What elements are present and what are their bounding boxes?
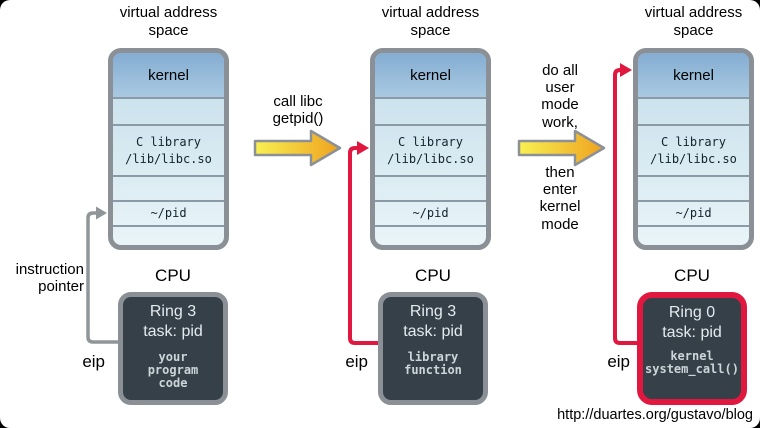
ring-label-2: Ring 3 task: pid — [403, 303, 463, 340]
memory-map-3: kernel C library /lib/libc.so ~/pid — [633, 48, 754, 250]
vas-title-1: virtual address space — [119, 4, 218, 39]
source-url-label: http://duartes.org/gustavo/blog — [557, 407, 753, 423]
c-library-band-2: C library /lib/libc.so — [375, 124, 486, 175]
empty-band — [113, 225, 224, 245]
cpu-label-3: CPU — [674, 266, 710, 285]
transition-arrow-2 — [517, 129, 606, 167]
empty-band — [638, 225, 749, 245]
cpu-box-1: Ring 3 task: pid your program code — [118, 292, 228, 405]
cpu-label-1: CPU — [155, 266, 191, 285]
empty-band — [375, 225, 486, 245]
transition-arrow-1 — [253, 129, 342, 167]
c-library-band-1: C library /lib/libc.so — [113, 124, 224, 175]
empty-band — [113, 97, 224, 124]
call-libc-label: call libc getpid() — [272, 93, 324, 128]
eip-label-1: eip — [82, 352, 105, 371]
cpu-box-3: Ring 0 task: pid kernel system_call() — [637, 292, 747, 405]
eip-label-2: eip — [345, 352, 368, 371]
kernel-band-3: kernel — [638, 53, 749, 97]
pid-band-3: ~/pid — [638, 200, 749, 225]
ring-label-3: Ring 0 task: pid — [662, 304, 722, 341]
do-user-work-label: do all user mode work, — [541, 62, 579, 131]
kernel-band-1: kernel — [113, 53, 224, 97]
instruction-pointer-arrow — [86, 206, 118, 344]
vas-title-3: virtual address space — [644, 4, 743, 39]
empty-band — [113, 175, 224, 200]
empty-band — [638, 175, 749, 200]
eip-label-3: eip — [607, 352, 630, 371]
vas-title-2: virtual address space — [381, 4, 480, 39]
code-label-2: library function — [404, 350, 462, 377]
pid-band-1: ~/pid — [113, 200, 224, 225]
empty-band — [375, 175, 486, 200]
c-library-band-3: C library /lib/libc.so — [638, 124, 749, 175]
empty-band — [375, 97, 486, 124]
cpu-box-2: Ring 3 task: pid library function — [378, 292, 488, 405]
then-kernel-label: then enter kernel mode — [539, 164, 581, 233]
memory-map-2: kernel C library /lib/libc.so ~/pid — [370, 48, 491, 250]
empty-band — [638, 97, 749, 124]
code-label-1: your program code — [147, 350, 199, 390]
code-label-3: kernel system_call() — [645, 349, 739, 376]
eip-arrow-3 — [613, 63, 637, 345]
cpu-label-2: CPU — [415, 266, 451, 285]
kernel-band-2: kernel — [375, 53, 486, 97]
ring-label-1: Ring 3 task: pid — [143, 303, 203, 340]
eip-arrow-2 — [348, 141, 378, 345]
memory-map-1: kernel C library /lib/libc.so ~/pid — [108, 48, 229, 250]
pid-band-2: ~/pid — [375, 200, 486, 225]
instruction-pointer-label: instruction pointer — [15, 261, 84, 296]
